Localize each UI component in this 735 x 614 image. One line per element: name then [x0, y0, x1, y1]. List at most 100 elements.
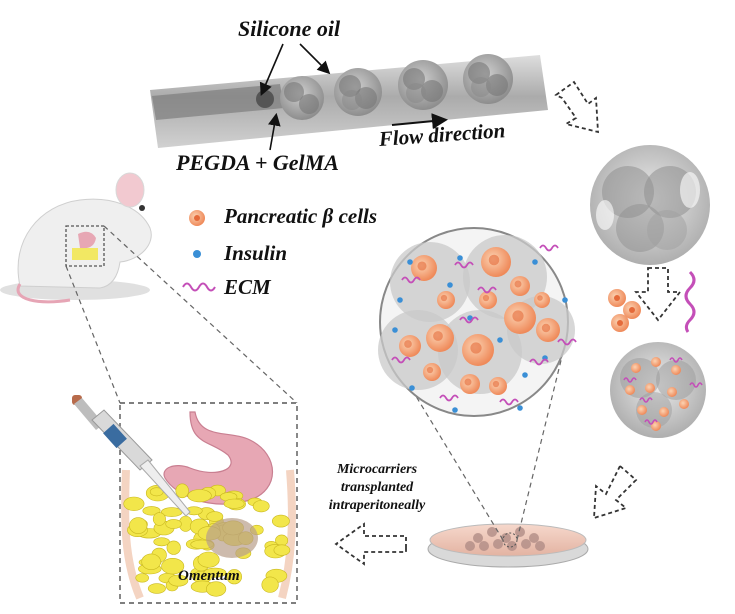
beta-cell: [651, 357, 661, 367]
beta-cell: [651, 421, 661, 431]
dish-microcarrier: [479, 541, 489, 551]
dashed-arrow-2: [634, 267, 682, 322]
omentum-fat-lobule: [175, 483, 189, 499]
omentum-fat-lobule: [153, 537, 170, 547]
omentum-fat-lobule: [161, 557, 185, 575]
omentum-fat-lobule: [223, 498, 245, 509]
omentum-fat-lobule: [273, 544, 291, 556]
ecm-fiber: [477, 286, 497, 294]
insulin-dot: [562, 297, 568, 303]
omentum-fat-lobule: [142, 506, 161, 516]
flow-direction-arrow: [391, 113, 448, 130]
dashed-arrow-4: [334, 522, 407, 566]
ecm-fiber: [557, 338, 577, 346]
ecm-fiber: [639, 397, 653, 403]
ecm-fiber: [529, 358, 549, 366]
beta-cell-core: [482, 294, 490, 302]
beta-cell-core: [440, 294, 448, 302]
dish-microcarrier: [507, 541, 517, 551]
beta-cell-core: [512, 310, 524, 322]
pegda-gelma-label: PEGDA + GelMA: [176, 150, 339, 175]
ecm-fiber: [539, 244, 559, 252]
omentum-fat-lobule: [261, 576, 279, 593]
beta-cell-core: [488, 254, 500, 266]
insulin-dot: [447, 282, 453, 288]
beta-cell: [631, 363, 641, 373]
insulin-dot: [392, 327, 398, 333]
legend-label-insulin: Insulin: [224, 241, 288, 265]
ecm-fiber: [499, 398, 519, 406]
beta-cell-core: [433, 331, 443, 341]
insulin-dot: [409, 385, 415, 391]
dish-microcarrier: [529, 533, 539, 543]
microcarrier-empty: [590, 145, 710, 265]
dish-microcarrier: [515, 527, 525, 537]
ecm-fiber: [401, 276, 421, 284]
insulin-dot: [452, 407, 458, 413]
beta-cell: [671, 365, 681, 375]
zoom-line-right: [103, 225, 298, 404]
omentum-fat-lobule: [147, 583, 166, 594]
ecm-fiber: [439, 394, 459, 402]
transplant-caption-line-1: Microcarriers: [336, 462, 418, 477]
insulin-dot: [407, 259, 413, 265]
omentum-fat-lobule: [226, 569, 243, 585]
free-cells-and-ecm: [608, 270, 696, 333]
insulin-dot: [497, 337, 503, 343]
omentum-fat-lobule: [252, 500, 270, 513]
insulin-dot-icon: [193, 250, 201, 258]
beta-cell: [659, 407, 669, 417]
omentum-fat-lobule: [129, 517, 148, 534]
zoomed-microcarriers-circle: [378, 227, 577, 417]
microcarrier-loaded: [610, 342, 706, 438]
dish-microcarrier: [493, 539, 503, 549]
insulin-dot: [397, 297, 403, 303]
omentum-fat-lobule: [141, 553, 161, 570]
omentum-fat-lobule: [271, 514, 290, 528]
zoom-line-left: [65, 265, 121, 404]
omentum-fat-lobule: [123, 496, 145, 511]
ecm-fiber: [644, 419, 658, 425]
beta-cell-core: [537, 295, 543, 301]
dish-zoom-line-left: [381, 339, 504, 541]
ecm-fiber: [454, 261, 474, 269]
omentum-fat-lobule: [168, 574, 189, 587]
dashed-arrow-1: [554, 80, 599, 134]
beta-cell: [637, 405, 647, 415]
ecm-fiber: [669, 357, 683, 363]
legend-label-cells: Pancreatic β cells: [224, 204, 378, 228]
omentum-fat-lobule: [206, 581, 227, 597]
ecm-fiber: [391, 356, 411, 364]
legend-icons: [182, 210, 216, 292]
dashed-arrow-3: [593, 464, 638, 520]
beta-cell-core: [470, 342, 482, 354]
droplet-3: [398, 60, 448, 110]
omentum-fat-lobule: [152, 512, 166, 526]
dish-microcarrier: [535, 541, 545, 551]
omentum-inset: [119, 402, 298, 604]
petri-dish: [427, 523, 589, 568]
droplet-1: [280, 76, 324, 120]
pegda-pointer: [268, 112, 281, 151]
omentum-fat-lobule: [165, 519, 182, 529]
droplet-2: [334, 68, 382, 116]
dish-microcarrier: [487, 527, 497, 537]
beta-cell-core: [417, 261, 427, 271]
omentum-fat-lobule: [187, 489, 212, 503]
legend-label-ecm: ECM: [224, 275, 271, 299]
beta-cell-core: [426, 366, 434, 374]
insulin-dot: [532, 259, 538, 265]
dish-microcarrier: [473, 533, 483, 543]
transplant-caption: Microcarriers transplanted intraperitone…: [320, 461, 434, 515]
dish-microcarrier: [465, 541, 475, 551]
beta-cell: [679, 399, 689, 409]
dish-microcarrier: [521, 539, 531, 549]
silicone-oil-pointer-1: [259, 43, 284, 96]
beta-cell-core: [492, 380, 500, 388]
beta-cell: [645, 383, 655, 393]
beta-cell-core: [514, 280, 522, 288]
omentum-label: Omentum: [178, 568, 240, 584]
transplant-caption-line-3: intraperitoneally: [328, 498, 426, 513]
transplant-caption-line-2: transplanted: [340, 480, 414, 495]
